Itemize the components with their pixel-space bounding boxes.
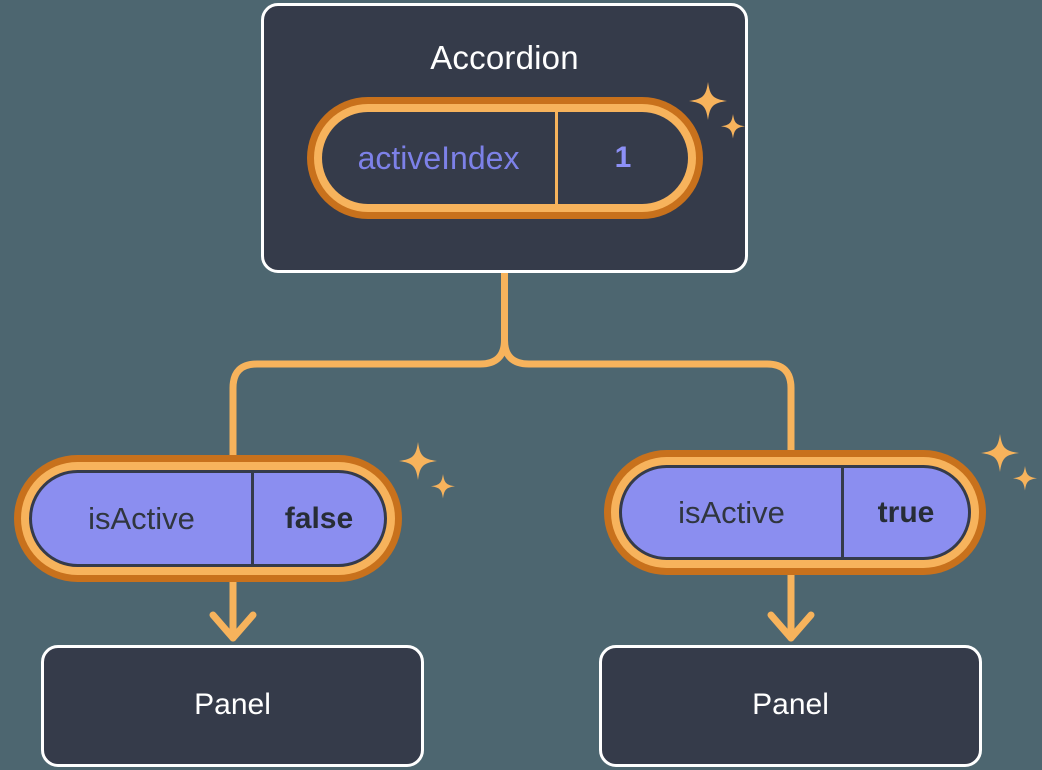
pill-body: isActive false (29, 470, 387, 567)
state-value-isactive-right: true (877, 495, 935, 529)
sparkle-icon-large (399, 442, 437, 480)
panel-title-left: Panel (194, 688, 271, 721)
state-key-isactive-left: isActive (32, 473, 254, 564)
pill-inner-ring: activeIndex 1 (314, 104, 696, 212)
accordion-title: Accordion (430, 39, 579, 76)
sparkle-icon-right (981, 434, 1037, 491)
state-key-activeindex: activeIndex (322, 112, 558, 204)
panel-component-node-right[interactable]: Panel (599, 645, 982, 767)
right-state-pill[interactable]: isActive true (604, 450, 986, 575)
arrow-down-icon-right (767, 571, 815, 642)
arrow-down-icon-left (209, 578, 257, 642)
pill-inner-ring: isActive false (21, 462, 395, 575)
state-key-isactive-right: isActive (622, 468, 844, 557)
state-value-isactive-left: false (284, 501, 354, 535)
sparkle-icon-small (431, 474, 455, 499)
sparkle-icon-large (981, 434, 1019, 472)
sparkle-icon-left (399, 442, 455, 499)
accordion-state-pill[interactable]: activeIndex 1 (307, 97, 703, 219)
pill-body: isActive true (619, 465, 971, 560)
panel-component-node-left[interactable]: Panel (41, 645, 424, 767)
panel-title-right: Panel (752, 688, 829, 721)
state-value-activeindex: 1 (614, 141, 632, 174)
connector-branch-left (229, 336, 508, 462)
pill-inner-ring: isActive true (611, 457, 979, 568)
left-state-pill[interactable]: isActive false (14, 455, 402, 582)
connector-branch-right (501, 336, 795, 459)
pill-body: activeIndex 1 (322, 112, 688, 204)
sparkle-icon-small (1013, 466, 1037, 491)
